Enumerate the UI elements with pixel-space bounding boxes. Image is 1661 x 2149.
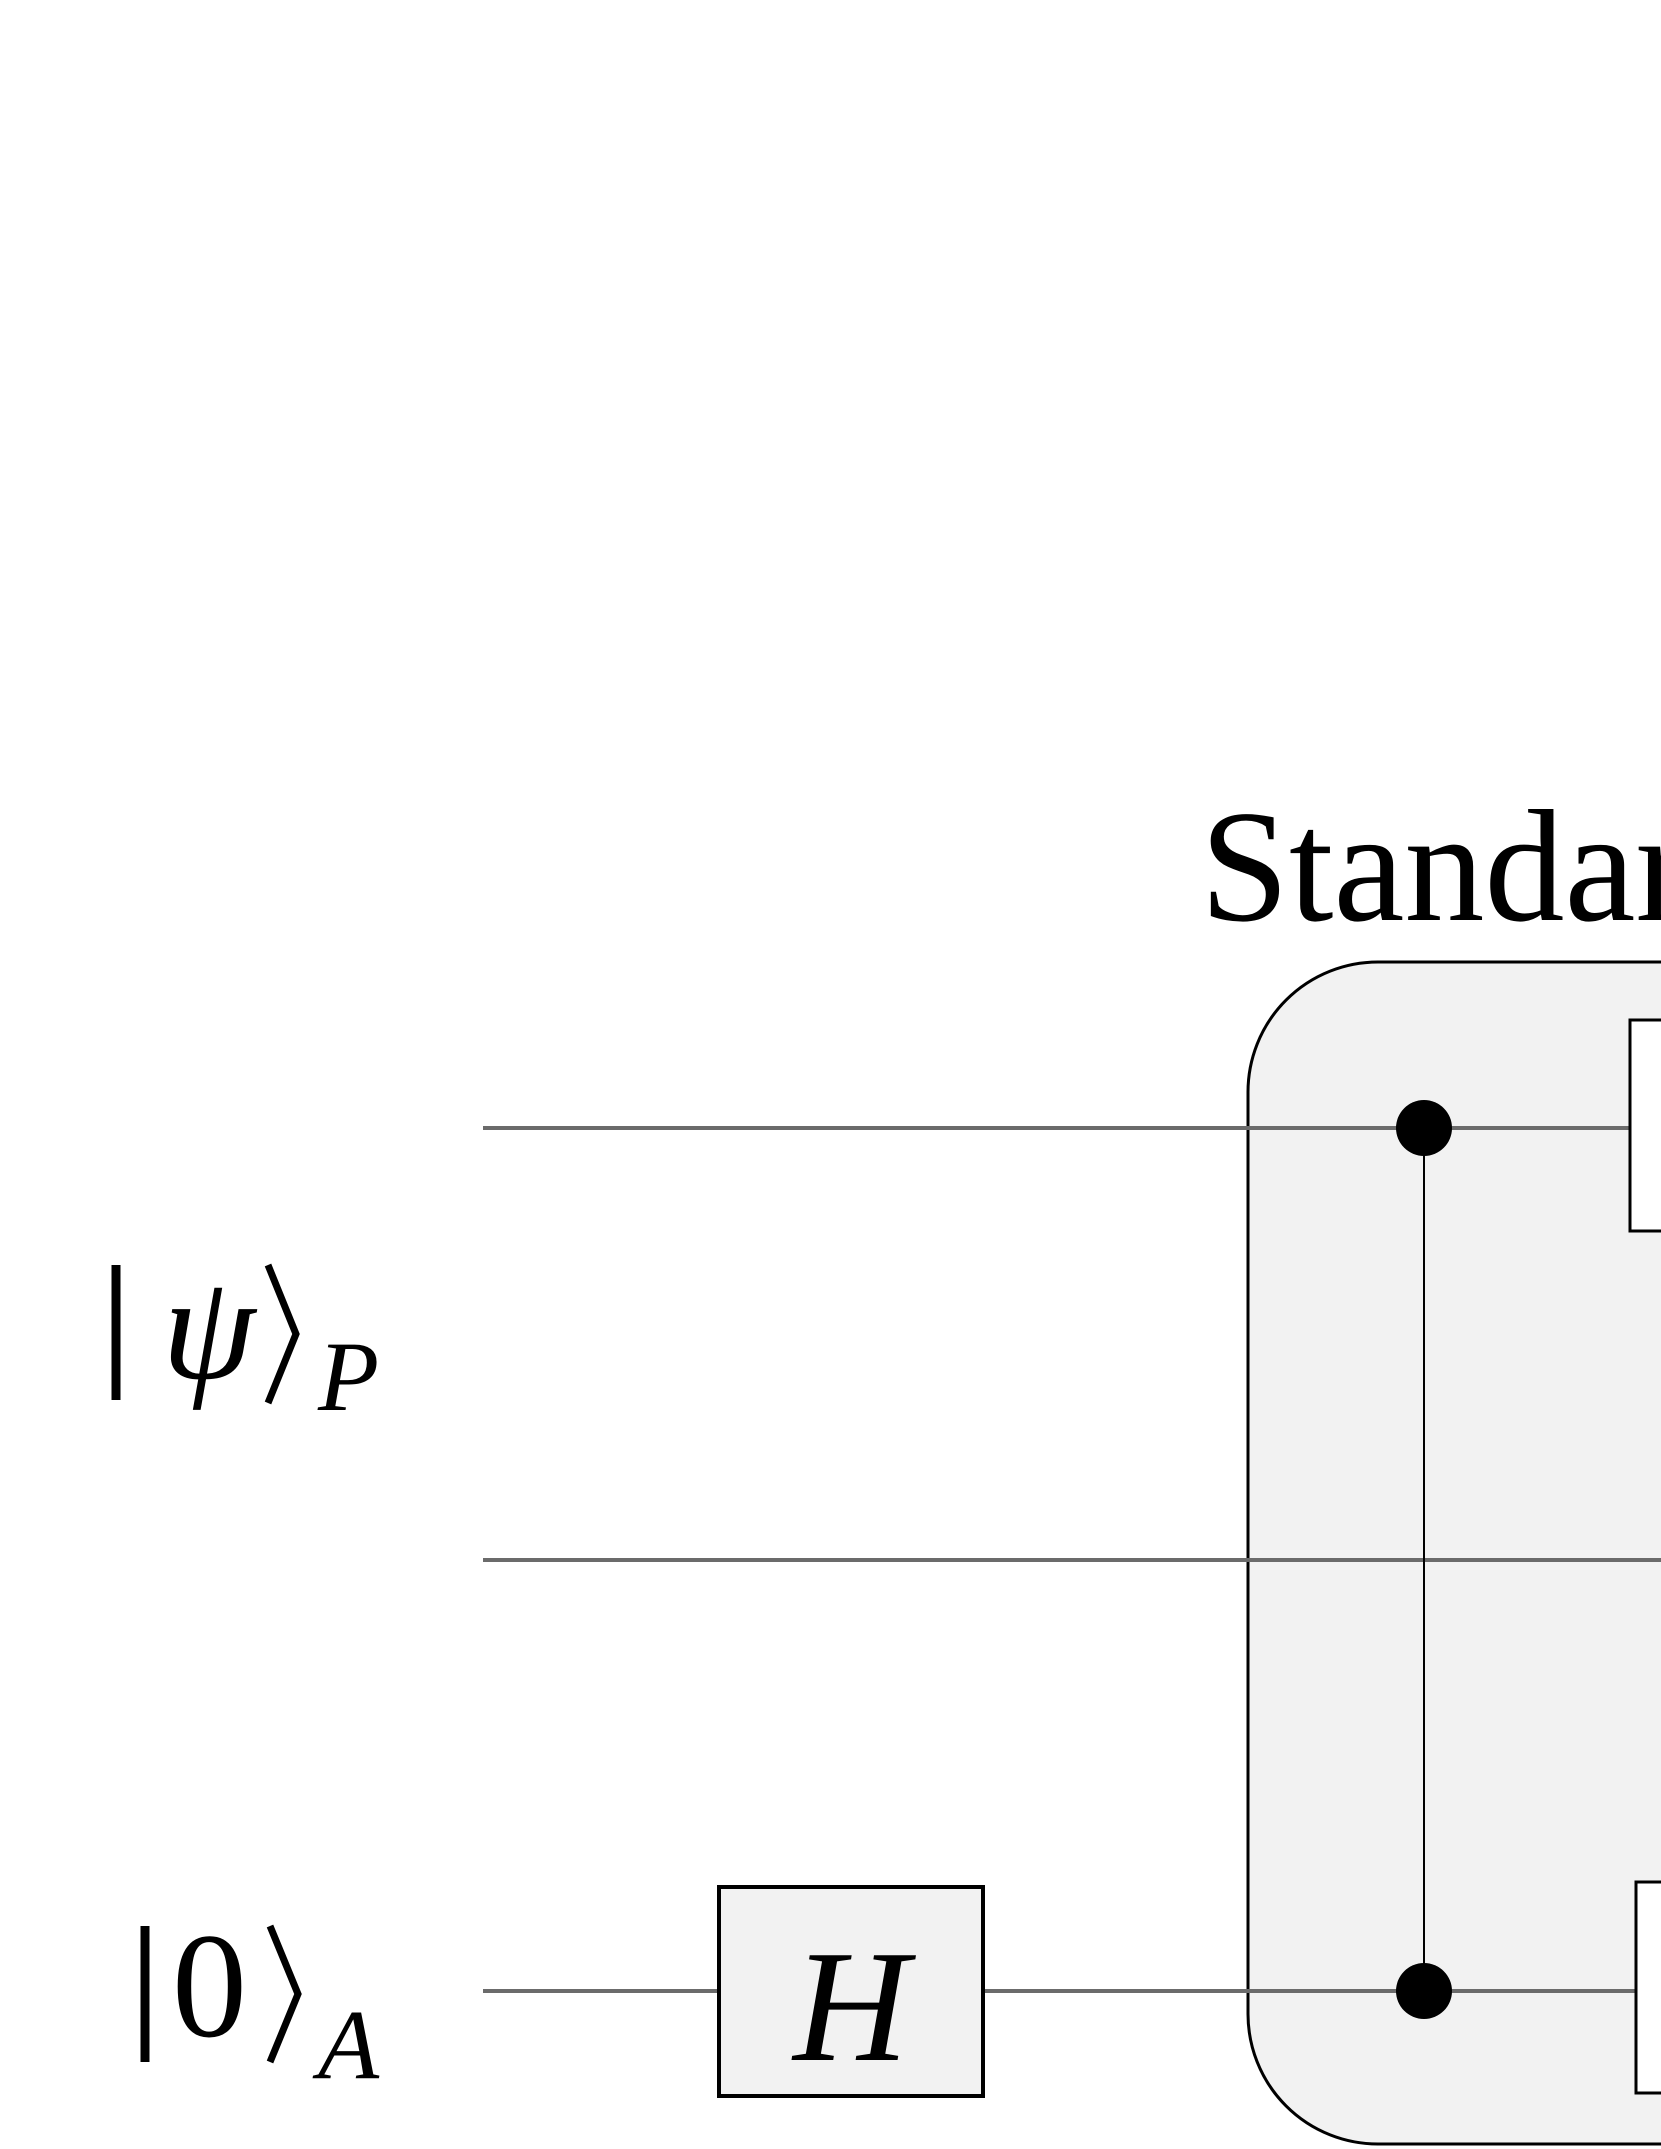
control-dot-bottom [1396, 1963, 1452, 2019]
ket-zero-subscript: A [312, 1989, 380, 2100]
ket-right-angle [264, 1263, 300, 1405]
ket-right-angle [266, 1924, 302, 2064]
standard-block [1246, 960, 1661, 2146]
gate-top-partial [1628, 1018, 1661, 1233]
ket-psi-symbol: ψ [162, 1245, 258, 1411]
input-psi-label: ψ P [111, 1245, 379, 1432]
control-dot-top [1396, 1100, 1452, 1156]
hadamard-gate-label: H [791, 1917, 916, 2095]
block-title: Standard [1200, 777, 1661, 955]
ket-zero-symbol: 0 [172, 1903, 247, 2069]
input-zero-label: 0 A [140, 1903, 380, 2100]
hadamard-gate [717, 1885, 985, 2098]
ket-psi-subscript: P [317, 1321, 379, 1432]
gate-bottom-partial [1634, 1880, 1661, 2095]
